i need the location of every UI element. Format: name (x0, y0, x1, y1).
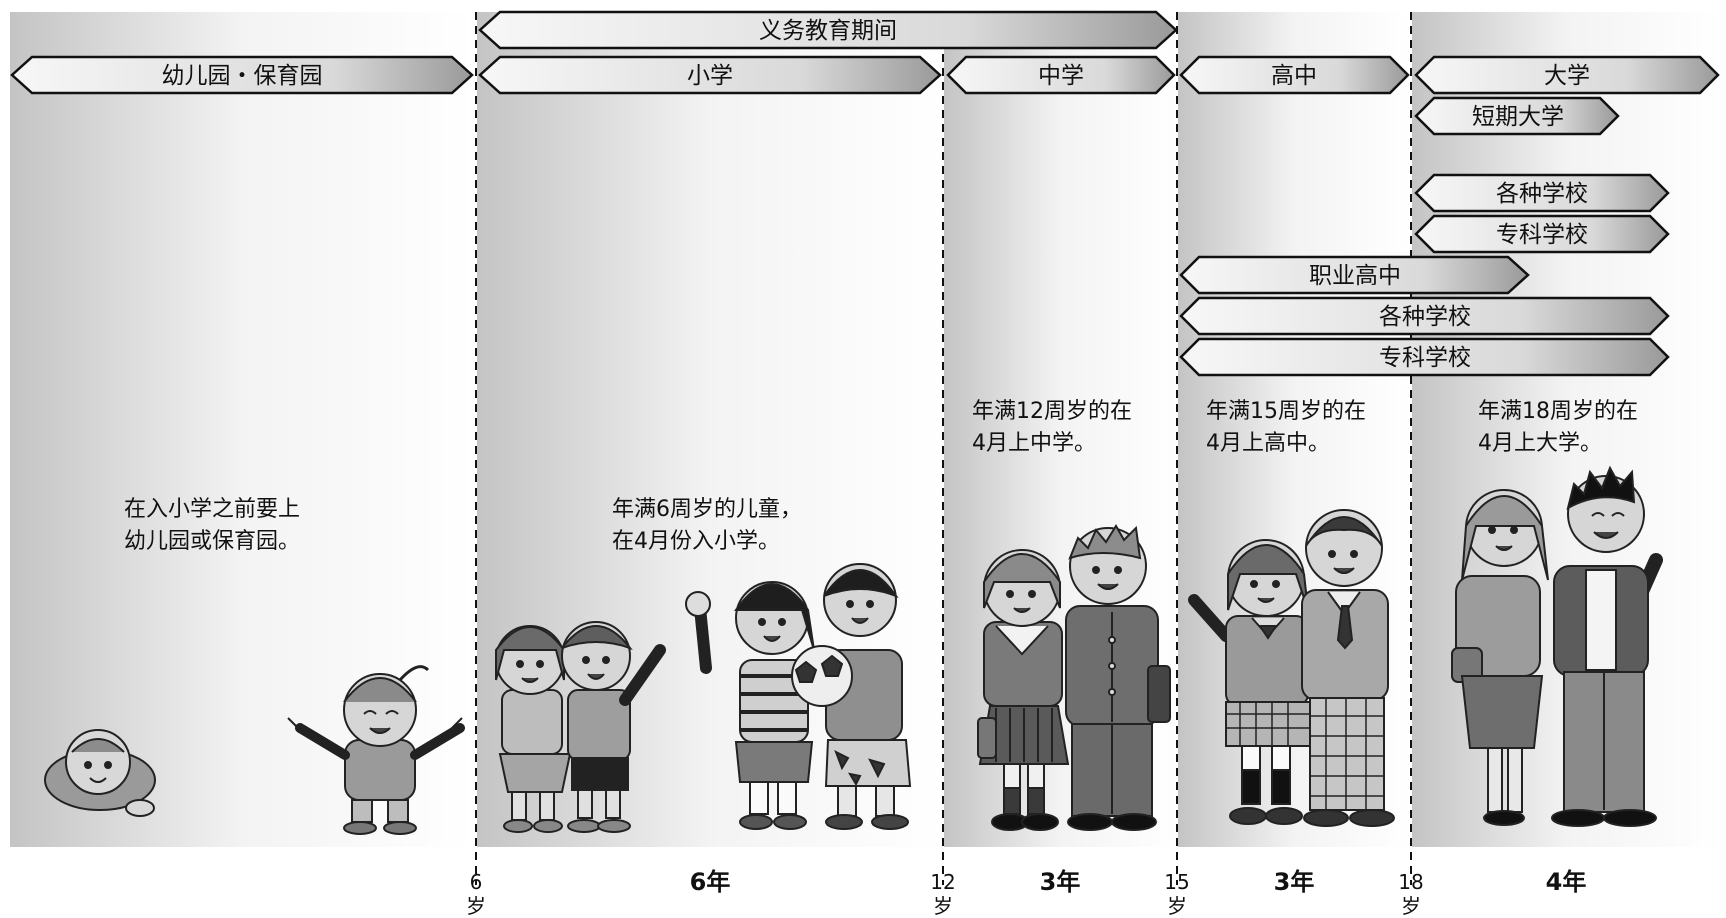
banner-specialized-school-lower-label: 专科学校 (1379, 345, 1471, 371)
note-university: 年满18周岁的在 4月上大学。 (1478, 396, 1638, 460)
banner-middle-label: 中学 (1038, 63, 1084, 89)
elementary-girl-figure (495, 625, 572, 833)
toddler-girl-figure (287, 665, 465, 835)
banner-university-label: 大学 (1544, 63, 1590, 89)
age-tick-12-unit: 岁 (933, 894, 953, 918)
older-boy-with-ball-figure (791, 563, 912, 830)
middle-school-girl-figure (977, 549, 1070, 831)
note-elementary-line-1: 年满6周岁的儿童， (612, 497, 802, 522)
note-university-line-1: 年满18周岁的在 (1478, 399, 1638, 424)
crawling-baby-figure (44, 729, 156, 817)
banner-specialized-school-upper-label: 专科学校 (1496, 222, 1588, 248)
banner-specialized-school-upper: 专科学校 (1414, 214, 1670, 254)
note-high-line-1: 年满15周岁的在 (1206, 399, 1366, 424)
university-man-figure (1551, 465, 1663, 827)
banner-elementary-label: 小学 (687, 63, 733, 89)
banner-misc-school-upper-label: 各种学校 (1496, 181, 1588, 207)
age-tick-12-number: 12 (930, 870, 956, 894)
banner-vocational-high: 职业高中 (1179, 255, 1530, 295)
note-kindergarten-line-1: 在入小学之前要上 (124, 497, 301, 522)
banner-compulsory-label: 义务教育期间 (759, 18, 897, 44)
age-tick-12: 12 岁 (928, 870, 958, 918)
note-middle-line-2: 4月上中学。 (972, 431, 1096, 456)
age-tick-6: 6 岁 (461, 870, 491, 918)
note-middle-line-1: 年满12周岁的在 (972, 399, 1132, 424)
older-girl-figure (685, 581, 815, 830)
university-woman-figure (1451, 489, 1549, 826)
high-school-boy-figure (1301, 509, 1395, 827)
middle-school-boy-figure (1065, 524, 1171, 831)
banner-vocational-high-label: 职业高中 (1309, 263, 1401, 289)
duration-middle: 3年 (1039, 868, 1081, 896)
note-high: 年满15周岁的在 4月上高中。 (1206, 396, 1366, 460)
banner-high: 高中 (1179, 55, 1410, 95)
banner-kindergarten-label: 幼儿园・保育园 (162, 63, 323, 89)
age-tick-18-unit: 岁 (1401, 894, 1421, 918)
banner-elementary: 小学 (478, 55, 942, 95)
banner-specialized-school-lower: 专科学校 (1179, 337, 1670, 377)
age-tick-18: 18 岁 (1396, 870, 1426, 918)
high-school-girl-figure (1188, 539, 1311, 825)
banner-misc-school-upper: 各种学校 (1414, 173, 1670, 213)
age-tick-18-number: 18 (1398, 870, 1424, 894)
note-kindergarten: 在入小学之前要上 幼儿园或保育园。 (124, 494, 300, 558)
banner-high-label: 高中 (1271, 63, 1317, 89)
elementary-boy-figure (561, 621, 666, 833)
banner-junior-college: 短期大学 (1414, 96, 1620, 136)
age-tick-15-number: 15 (1164, 870, 1190, 894)
note-elementary: 年满6周岁的儿童， 在4月份入小学。 (612, 494, 802, 558)
note-high-line-2: 4月上高中。 (1206, 431, 1330, 456)
age-tick-15: 15 岁 (1162, 870, 1192, 918)
banner-compulsory: 义务教育期间 (478, 10, 1178, 50)
banner-misc-school-lower-label: 各种学校 (1379, 304, 1471, 330)
age-tick-6-unit: 岁 (466, 894, 486, 918)
note-middle: 年满12周岁的在 4月上中学。 (972, 396, 1132, 460)
age-tick-15-unit: 岁 (1167, 894, 1187, 918)
duration-high: 3年 (1273, 868, 1315, 896)
banner-middle: 中学 (946, 55, 1176, 95)
duration-university: 4年 (1545, 868, 1587, 896)
note-kindergarten-line-2: 幼儿园或保育园。 (124, 529, 301, 554)
age-tick-6-number: 6 (469, 870, 483, 894)
banner-kindergarten: 幼儿园・保育园 (10, 55, 474, 95)
note-university-line-2: 4月上大学。 (1478, 431, 1602, 456)
note-elementary-line-2: 在4月份入小学。 (612, 529, 780, 554)
duration-elementary: 6年 (689, 868, 731, 896)
banner-university: 大学 (1414, 55, 1720, 95)
banner-misc-school-lower: 各种学校 (1179, 296, 1670, 336)
banner-junior-college-label: 短期大学 (1472, 104, 1564, 130)
